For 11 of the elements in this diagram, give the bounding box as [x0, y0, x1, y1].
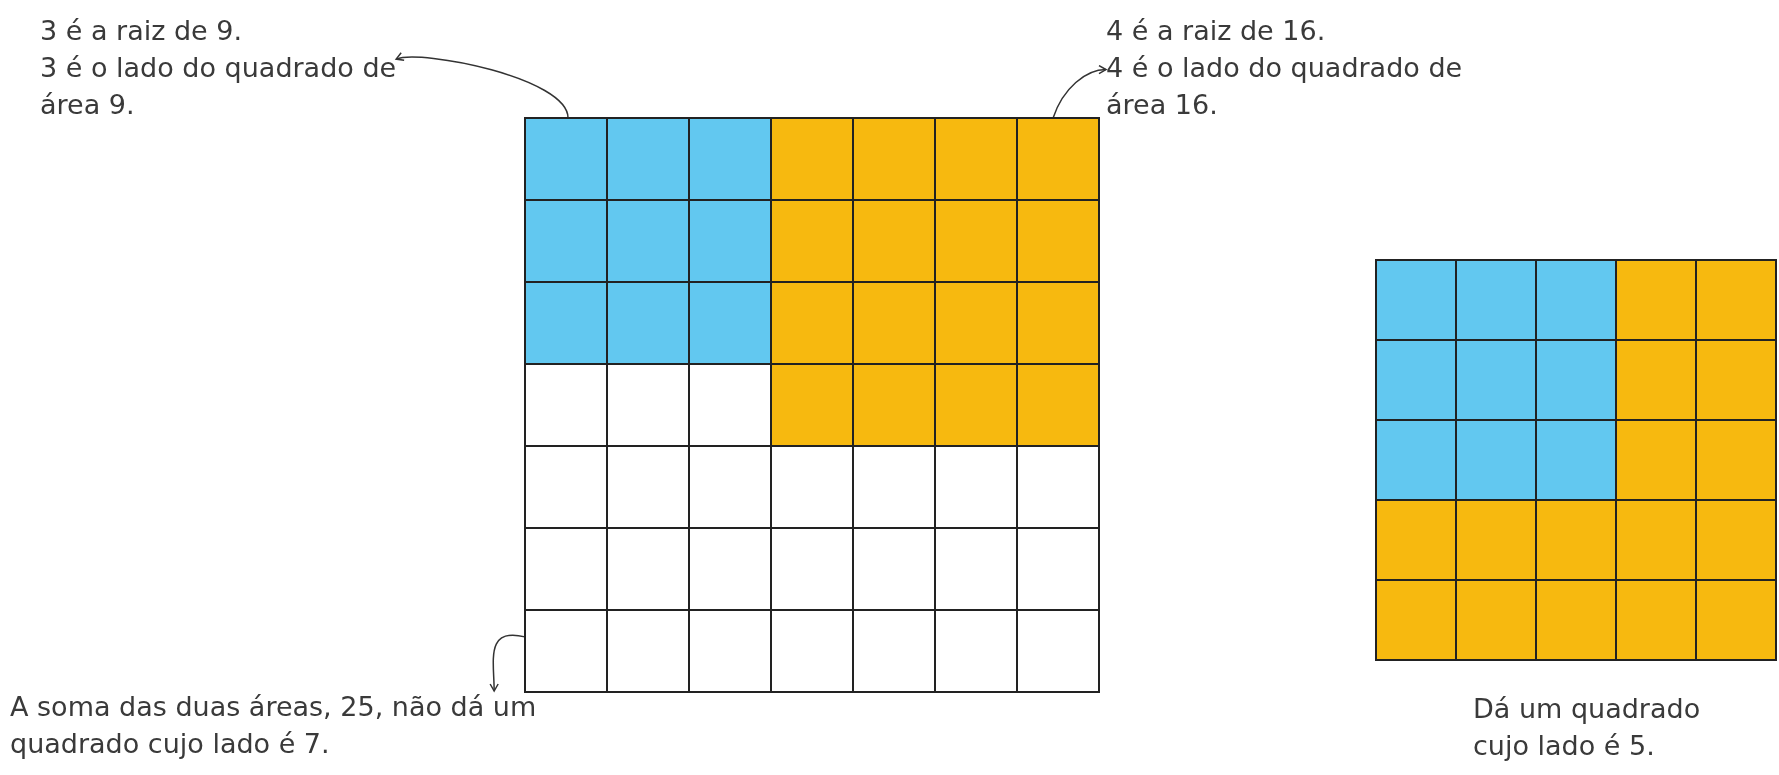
annotation-text: A soma das duas áreas, 25, não dá um quadrado cujo lado é 7.	[10, 690, 538, 761]
square-grid-drawing	[1375, 259, 1777, 661]
annotation-text: 4 é o lado do quadrado de área 16.	[1106, 51, 1464, 122]
square-grid-drawing	[524, 117, 1100, 693]
caption-text: Dá um quadrado cujo lado é 5.	[1473, 692, 1702, 763]
annotation-text: 3 é o lado do quadrado de área 9.	[40, 51, 398, 122]
curved-arrow	[395, 53, 569, 119]
curved-arrow	[489, 634, 526, 692]
curved-arrow	[1052, 65, 1107, 119]
annotation-text: 4 é a raiz de 16.	[1106, 14, 1327, 48]
annotation-text: 3 é a raiz de 9.	[40, 14, 244, 48]
